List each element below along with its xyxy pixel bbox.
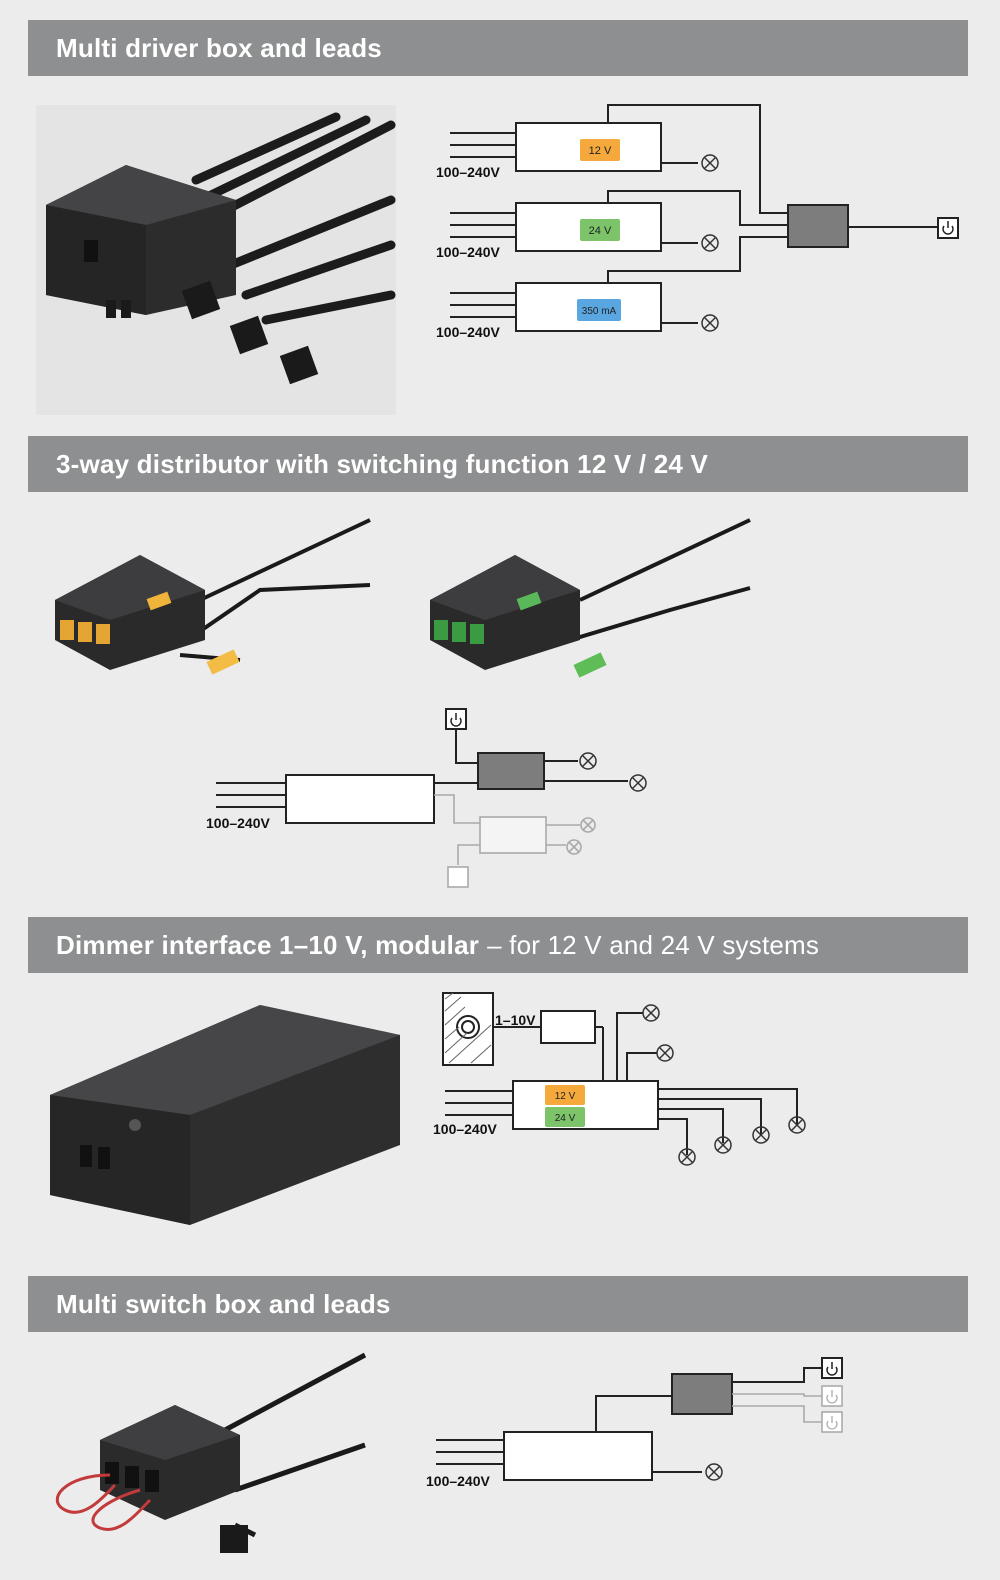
tag-350ma-label: 350 mA <box>582 306 617 317</box>
multi-switch-box-photo <box>55 1352 367 1553</box>
section-header-dimmer-interface: Dimmer interface 1–10 V, modular – for 1… <box>28 917 968 973</box>
dimmer-signal-label: 1–10V <box>495 1012 536 1028</box>
dimmer-interface-photo <box>50 1005 400 1225</box>
section-title: 3-way distributor with switching functio… <box>56 448 709 479</box>
voltage-input-label: 100–240V <box>436 164 501 180</box>
voltage-input-label: 100–240V <box>436 324 501 340</box>
power-switch-icon <box>450 713 462 727</box>
section-header-multi-driver: Multi driver box and leads <box>28 20 968 76</box>
tag-12v-label: 12 V <box>555 1091 576 1102</box>
multi-driver-box-photo <box>36 105 396 415</box>
section-title: Dimmer interface 1–10 V, modular <box>56 929 480 960</box>
tag-12v-label: 12 V <box>589 145 612 157</box>
tag-24v <box>545 1107 585 1127</box>
voltage-input-label: 100–240V <box>426 1473 491 1489</box>
tag-12v <box>580 139 620 161</box>
distributor-12v-photo <box>55 518 371 675</box>
section-header-multi-switch: Multi switch box and leads <box>28 1276 968 1332</box>
power-switch-icon <box>942 221 954 235</box>
light-bulb-icon <box>642 1004 806 1166</box>
tag-24v-label: 24 V <box>555 1113 576 1124</box>
light-bulb-icon <box>705 1463 723 1481</box>
tag-350ma <box>577 299 621 321</box>
tag-24v-label: 24 V <box>589 225 612 237</box>
tag-24v <box>580 219 620 241</box>
voltage-input-label: 100–240V <box>206 815 271 831</box>
light-bulb-icon <box>579 752 647 792</box>
section-title: Multi switch box and leads <box>56 1288 391 1319</box>
section-header-3way-distributor: 3-way distributor with switching functio… <box>28 436 968 492</box>
section-subtitle: – for 12 V and 24 V systems <box>487 929 820 960</box>
tag-12v <box>545 1085 585 1105</box>
multi-driver-wiring-diagram: 12 V 24 V 350 mA 100–240V 100–240V 100–2… <box>436 104 959 340</box>
multi-switch-wiring-diagram: 100–240V <box>426 1357 843 1489</box>
voltage-input-label: 100–240V <box>433 1121 498 1137</box>
distributor-24v-photo <box>430 518 751 678</box>
voltage-input-label: 100–240V <box>436 244 501 260</box>
light-bulb-icon <box>701 154 719 332</box>
section-title: Multi driver box and leads <box>56 32 382 63</box>
distributor-wiring-diagram: 100–240V <box>206 708 647 888</box>
power-switch-icon <box>826 1362 838 1376</box>
dimmer-wiring-diagram: 1–10V 12 V 24 V 100–240V <box>433 992 806 1166</box>
